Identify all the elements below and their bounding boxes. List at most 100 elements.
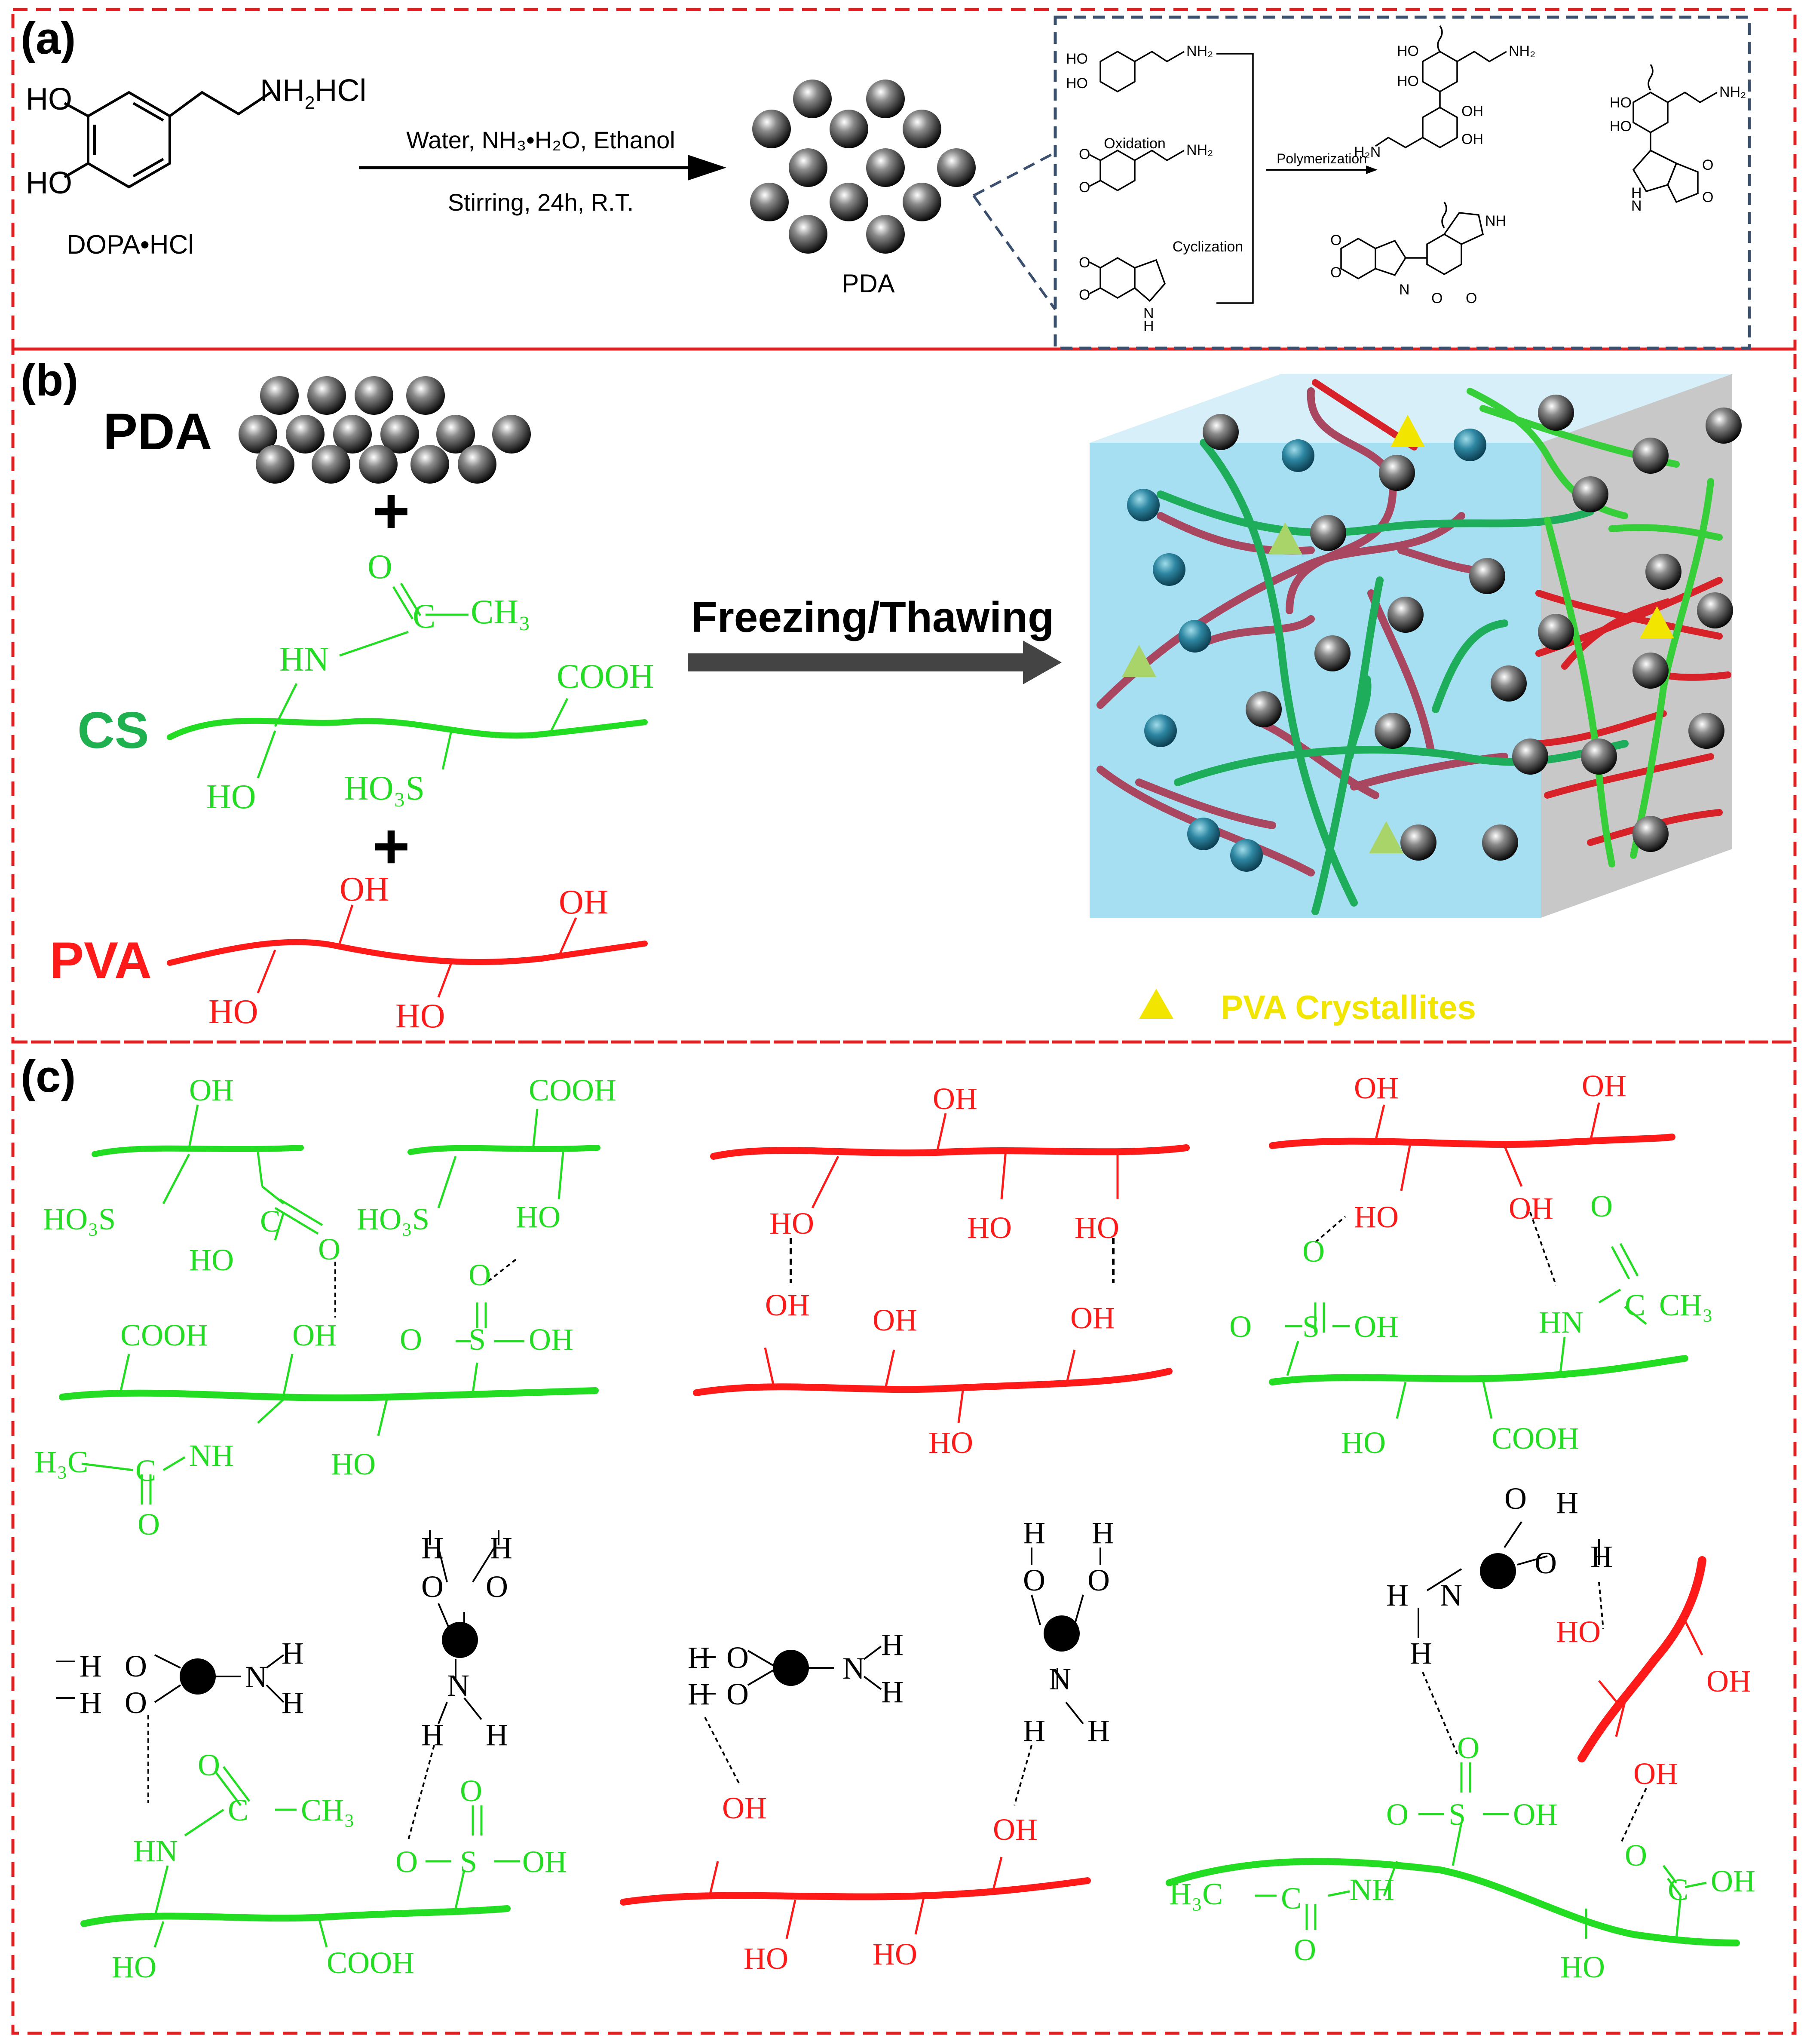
prod-o-4: O (1330, 264, 1341, 281)
legend-crystallite-triangle (1139, 989, 1173, 1019)
c4-ho: HO (112, 1950, 156, 1984)
c4-h-7: H (421, 1718, 444, 1752)
panel-b-label: (b) (21, 355, 78, 405)
inset-oxidation: Oxidation (1104, 135, 1166, 152)
pda-particle (1314, 635, 1351, 671)
c1-cooh-1: COOH (529, 1073, 616, 1107)
cell-pva-cs: OH OH HO OH O C CH₃ HN O O S OH HO COOH (1229, 1069, 1713, 1460)
plus-1: + (372, 475, 410, 547)
c5-o-4: O (1087, 1563, 1110, 1597)
pda-particle (1469, 558, 1505, 594)
pda-particle (1706, 408, 1742, 444)
c3-ho-2: HO (1341, 1425, 1386, 1460)
inset-monomers (1089, 50, 1254, 304)
c2-ho-3: HO (1075, 1210, 1119, 1245)
pda-particle (1632, 816, 1669, 852)
c1-o-4: O (138, 1507, 160, 1541)
pda-particle (1538, 395, 1574, 431)
pda-particle (410, 445, 449, 484)
prod-nh2-1: NH₂ (1509, 43, 1535, 59)
prod-ho-4: HO (1610, 118, 1632, 135)
c2-ho-4: HO (928, 1425, 973, 1460)
pda-particle (1400, 824, 1436, 861)
blue-particle (1153, 553, 1185, 586)
prod-o-5: O (1466, 290, 1477, 306)
c1-o-2: O (469, 1258, 491, 1292)
c3-c-1: C (1625, 1288, 1645, 1322)
c1-s-1: S (469, 1322, 486, 1357)
pda-particle (1246, 691, 1282, 727)
c5-h-4: H (881, 1675, 904, 1709)
c6-nh: NH (1350, 1872, 1394, 1907)
c5-n-2: N (1049, 1662, 1071, 1696)
pva-oh-2: OH (559, 883, 609, 921)
hydrogel-crystallites-green (1122, 522, 1403, 853)
inset-polymerization: Polymerization (1277, 151, 1367, 166)
c6-oh-4: OH (1711, 1864, 1755, 1898)
prod-ho-2: HO (1397, 73, 1419, 89)
inset-products (1340, 25, 1718, 280)
dopa-name: DOPA•HCl (67, 230, 194, 260)
c6-h-2: H (1590, 1539, 1613, 1574)
arrow-conditions-top: Water, NH₃•H₂O, Ethanol (406, 126, 675, 153)
prod-nh2-2: NH₂ (1719, 84, 1746, 100)
panel-a-frame (11, 8, 1797, 351)
blue-particle (1127, 489, 1160, 521)
pva-oh-1: OH (340, 870, 389, 908)
panel-c-frame (11, 1040, 1797, 2035)
pda-particle (903, 183, 941, 221)
cs-label: CS (77, 702, 149, 759)
inset-o-1: O (1079, 146, 1090, 162)
pda-particle (492, 415, 531, 454)
c3-oh-1: OH (1354, 1071, 1399, 1105)
c4-oh: OH (522, 1845, 567, 1879)
c5-oh-1: OH (722, 1791, 767, 1825)
panel-b: (b) PDA + O C CH₃ HN COOH HO HO₃S CS + (21, 355, 1742, 1035)
pda-particle (750, 183, 789, 221)
zoom-lines (972, 151, 1057, 310)
c3-cooh: COOH (1492, 1421, 1579, 1456)
pda-particle (333, 415, 372, 454)
pda-particle (1491, 665, 1527, 702)
inset-o-2: O (1079, 179, 1090, 196)
pda-particle (380, 415, 419, 454)
pda-particle (866, 148, 905, 187)
c1-c-1: C (260, 1204, 281, 1238)
blue-particle (1144, 714, 1177, 747)
c4-o-6: O (460, 1774, 482, 1808)
c2-ho-1: HO (769, 1206, 814, 1241)
c1-cooh-2: COOH (120, 1318, 208, 1352)
plus-2: + (372, 810, 410, 882)
c3-oh-2: OH (1582, 1069, 1626, 1103)
c1-oh-1: OH (189, 1073, 234, 1107)
c6-ho: HO (1556, 1615, 1601, 1649)
pda-particle (1632, 653, 1669, 689)
c4-h-6: H (490, 1531, 512, 1565)
c6-h3c: H₃C (1169, 1877, 1223, 1911)
prod-oh-2: OH (1461, 131, 1483, 147)
c6-o-5: O (1294, 1933, 1316, 1967)
c6-c-2: C (1668, 1872, 1688, 1907)
c6-o-6: O (1625, 1838, 1647, 1872)
prod-o-2: O (1702, 189, 1713, 205)
panel-c: (c) (21, 1051, 1755, 1984)
prod-oh-1: OH (1461, 103, 1483, 120)
c5-h-8: H (1087, 1713, 1110, 1748)
c4-ch3: CH₃ (301, 1793, 355, 1827)
c5-h-7: H (1023, 1713, 1045, 1748)
inset-ho-1: HO (1066, 51, 1088, 67)
c6-o-1: O (1504, 1481, 1527, 1516)
c5-ho-1: HO (744, 1941, 788, 1976)
c3-s: S (1302, 1309, 1320, 1344)
c4-n-1: N (245, 1660, 267, 1694)
pda-particle (830, 183, 868, 221)
c3-o-3: O (1229, 1309, 1252, 1344)
cs-bonds (257, 582, 569, 778)
inset-cyclization: Cyclization (1173, 239, 1243, 255)
pda-particle (256, 445, 294, 484)
pda-particle (1632, 438, 1669, 474)
cs-o: O (368, 548, 392, 586)
c3-o-1: O (1590, 1189, 1613, 1223)
pda-particle (260, 376, 299, 415)
